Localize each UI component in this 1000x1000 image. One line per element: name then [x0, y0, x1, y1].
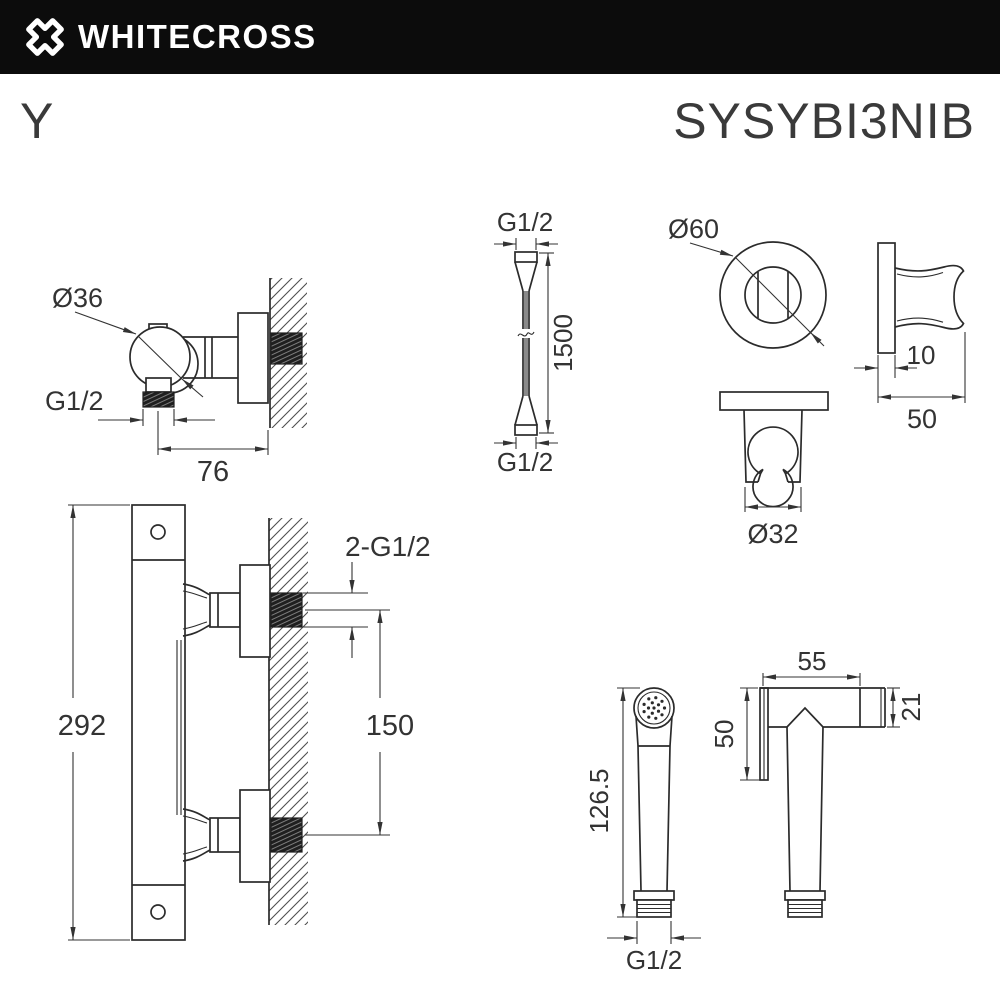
hose-length-label: 1500	[548, 314, 578, 372]
elbow-offset-label: 76	[197, 456, 229, 488]
top-escutcheon	[239, 564, 271, 658]
bracket-plate-thickness-label: 10	[907, 340, 936, 370]
bracket-depth-label: 50	[907, 404, 937, 434]
top-wall-thread	[270, 592, 303, 628]
hose-bottom-thread-label: G1/2	[497, 447, 553, 477]
elbow-wall-thread	[270, 332, 303, 365]
bar-body	[131, 504, 186, 941]
bar-bottom-screw-hole	[150, 904, 166, 920]
sprayer-outlet-length-label: 21	[896, 693, 926, 722]
bracket-hook-width-label: Ø32	[747, 519, 798, 549]
hose-break-mark	[517, 331, 535, 337]
elbow-thread-label: G1/2	[45, 386, 104, 416]
sprayer-handle-front	[637, 745, 671, 892]
elbow-escutcheon	[237, 312, 269, 404]
wall-bracket-drawing: Ø60 Ø32 10 50	[668, 214, 966, 549]
product-series: Y	[20, 93, 54, 149]
bracket-plate-side	[877, 242, 896, 354]
sprayer-nozzle-dots	[642, 696, 667, 720]
whitecross-x-logo-icon	[26, 18, 64, 56]
thermostat-bar-drawing: 292 2-G1/2 150	[58, 504, 431, 941]
elbow-outlet-neck	[145, 377, 172, 393]
elbow-outlet-thread	[142, 391, 175, 408]
elbow-diameter-label: Ø36	[52, 283, 103, 313]
product-sku: SYSYBI3NIB	[673, 93, 975, 149]
bar-thread-label: 2-G1/2	[345, 531, 431, 562]
brand-name: WHITECROSS	[78, 18, 317, 55]
sprayer-handle-side	[786, 726, 824, 892]
bottom-wall-thread	[270, 817, 303, 853]
bracket-body-front	[743, 409, 803, 483]
brand-header: WHITECROSS	[0, 0, 1000, 74]
hand-sprayer-drawing: 126.5 G1/2 55 21	[584, 646, 926, 975]
sprayer-height-label: 126.5	[584, 768, 614, 833]
hose-shaft	[522, 291, 530, 396]
bar-height-label: 292	[58, 710, 106, 742]
sprayer-head-length-label: 55	[798, 646, 827, 676]
wall-section	[269, 518, 308, 925]
bracket-diameter-label: Ø60	[668, 214, 719, 244]
sprayer-head-side	[760, 687, 886, 728]
bracket-hook-front	[747, 426, 799, 508]
hose-bottom-nut	[514, 424, 538, 436]
bracket-plate-front	[719, 391, 829, 411]
hose-top-thread-label: G1/2	[497, 207, 553, 237]
bar-spacing-label: 150	[366, 710, 414, 742]
shower-hose-drawing: G1/2 G1/2 1500	[494, 207, 578, 477]
hose-top-nut	[514, 251, 538, 263]
wall-elbow-drawing: Ø36 G1/2 76	[45, 278, 307, 488]
bracket-hook-side	[894, 264, 965, 330]
bar-top-screw-hole	[150, 524, 166, 540]
bottom-escutcheon	[239, 789, 271, 883]
sprayer-thread-label: G1/2	[626, 945, 682, 975]
sprayer-head-height-label: 50	[709, 720, 739, 749]
